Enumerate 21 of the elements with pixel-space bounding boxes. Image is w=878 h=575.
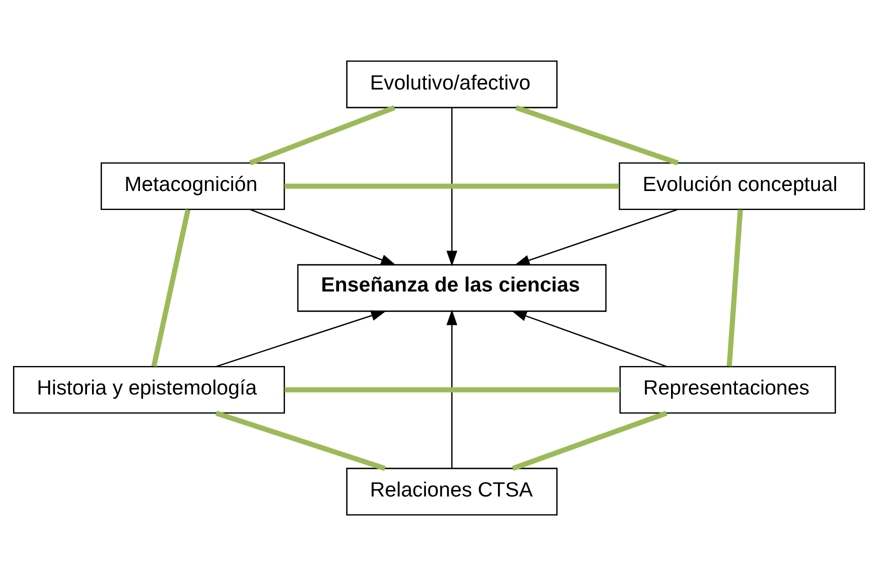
arrow [514,208,678,265]
connector [284,183,620,188]
connector [512,410,668,470]
node-box: Relaciones CTSA [346,467,558,515]
node-box: Representaciones [619,365,836,414]
node-box: Enseñanza de las ciencias [297,264,607,312]
connector [151,208,190,366]
arrow [446,107,458,266]
connector [249,104,396,165]
connector [215,410,386,470]
node-box: Metacognición [100,162,285,210]
node-box: Historia y epistemología [13,365,285,414]
arrow [250,208,396,265]
connector [284,386,620,392]
node-box: Evolutivo/afectivo [346,60,558,108]
arrow [511,310,667,367]
connector [515,104,679,165]
arrow [216,310,387,367]
arrow [446,309,458,468]
node-box: Evolución conceptual [618,162,865,210]
connector [726,209,743,366]
